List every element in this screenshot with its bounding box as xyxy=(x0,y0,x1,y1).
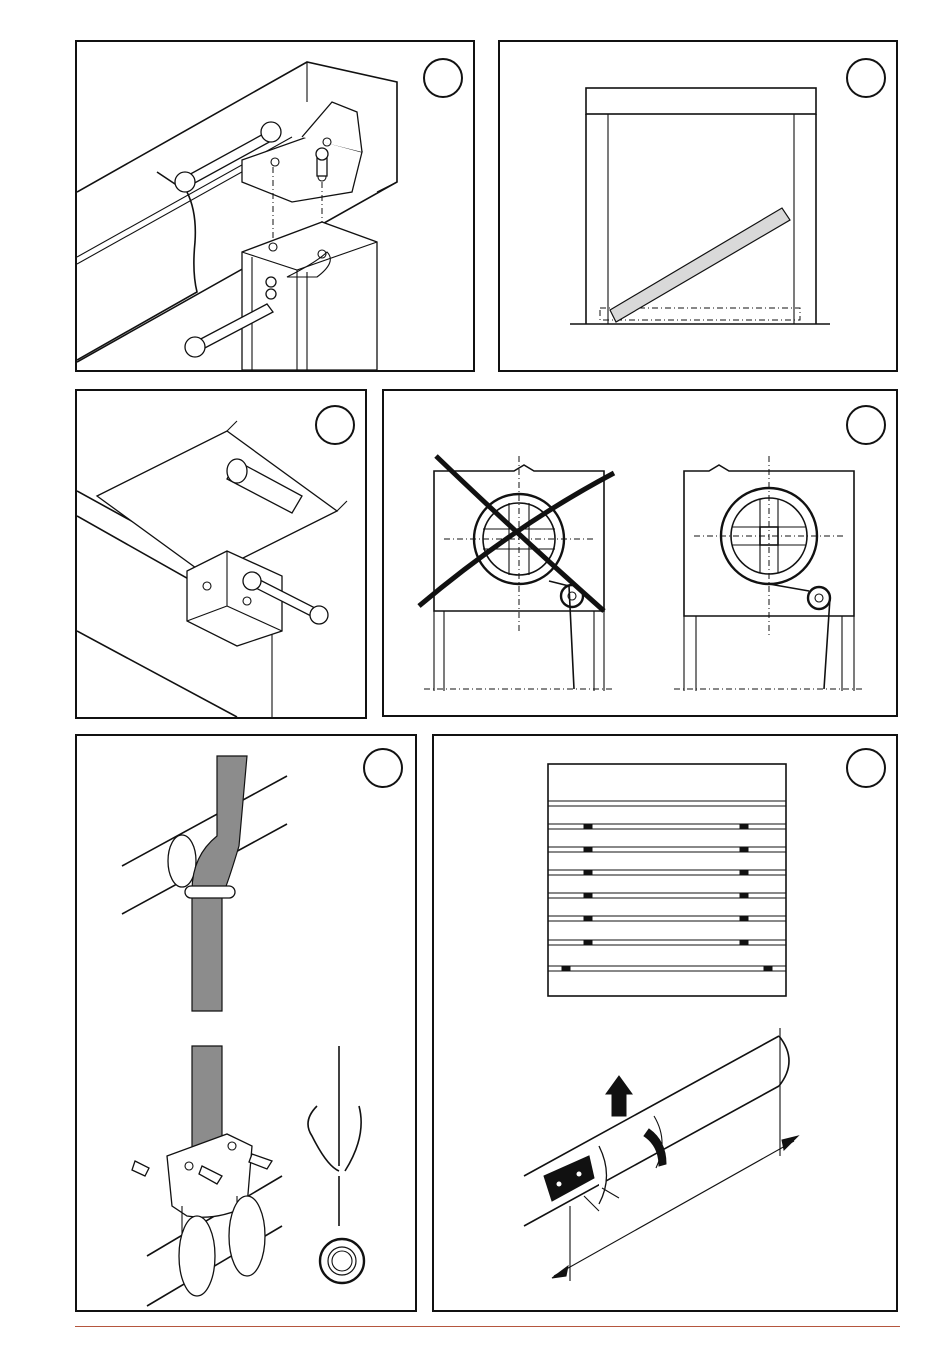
correct-winding xyxy=(674,456,864,691)
panel-axle-bracket xyxy=(75,389,367,719)
step-number-circle xyxy=(363,748,403,788)
step-number-circle xyxy=(846,58,886,98)
step-number-circle xyxy=(846,748,886,788)
panel-winding-comparison xyxy=(382,389,898,717)
winding-comparison-illustration xyxy=(384,391,896,715)
frame-slat-illustration xyxy=(500,42,896,370)
wrong-winding xyxy=(419,456,614,691)
step-number-circle xyxy=(423,58,463,98)
bracket-bolting-illustration xyxy=(77,42,473,370)
step-number-circle xyxy=(315,405,355,445)
panel-strap-attachment xyxy=(75,734,417,1312)
strap-attachment-illustration xyxy=(77,736,415,1310)
panel-curtain-axle xyxy=(432,734,898,1312)
footer-rule xyxy=(75,1326,900,1327)
panel-bracket-bolting xyxy=(75,40,475,372)
curtain-axle-illustration xyxy=(434,736,896,1310)
panel-frame-slat xyxy=(498,40,898,372)
step-number-circle xyxy=(846,405,886,445)
